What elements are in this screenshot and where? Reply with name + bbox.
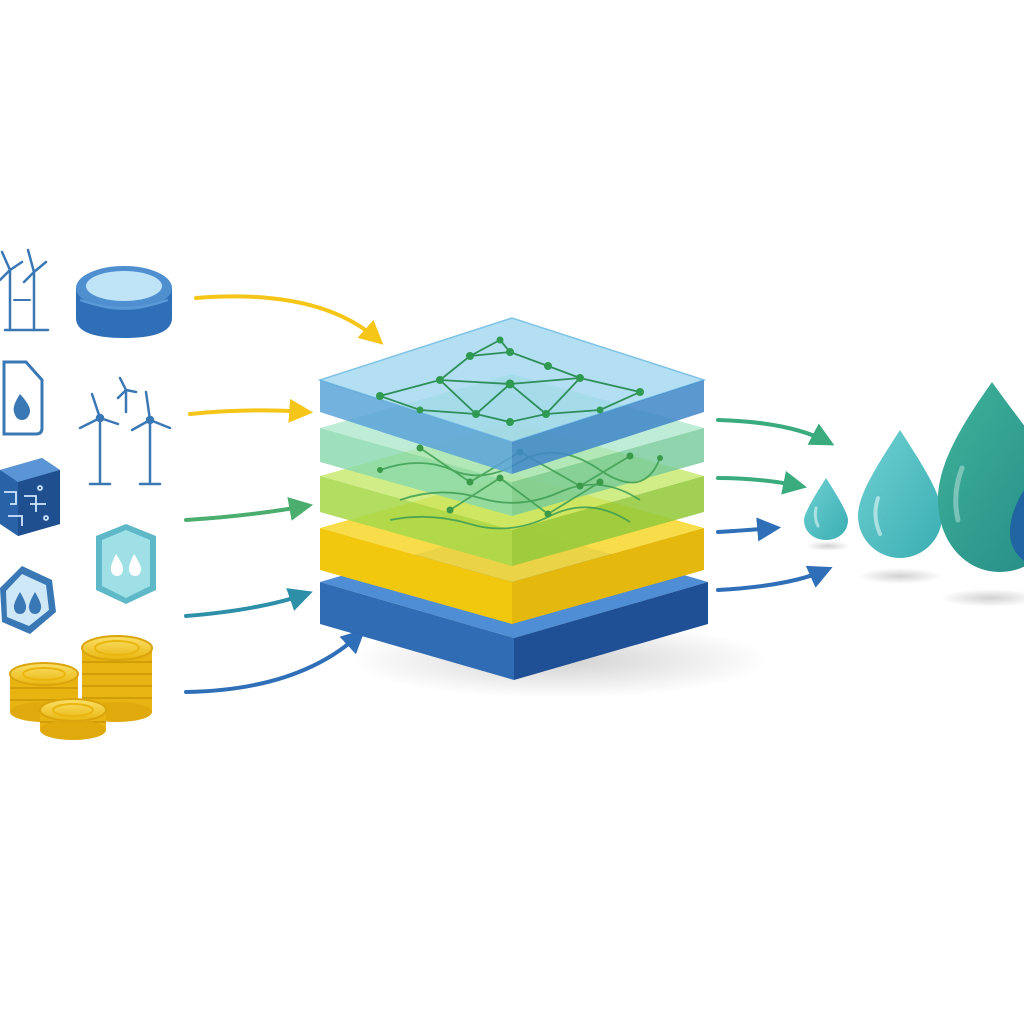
water-tank-icon bbox=[76, 266, 172, 338]
circuit-chip-icon bbox=[0, 458, 60, 536]
wind-turbines-icon bbox=[78, 376, 172, 486]
output-arrow bbox=[716, 565, 833, 592]
water-drop-tag-icon bbox=[2, 360, 44, 436]
water-hexagon-icon bbox=[0, 566, 56, 634]
layer-stack bbox=[317, 317, 770, 698]
input-arrows-group bbox=[184, 294, 384, 694]
output-arrow bbox=[716, 517, 782, 542]
output-arrow bbox=[716, 418, 835, 446]
water-drop-icon bbox=[858, 430, 942, 558]
water-drop-icon bbox=[804, 478, 848, 540]
water-hexagon-icon bbox=[96, 524, 156, 604]
input-arrow bbox=[184, 629, 366, 694]
input-arrow bbox=[188, 398, 314, 423]
output-arrows-group bbox=[716, 418, 835, 592]
input-arrow bbox=[184, 588, 313, 618]
input-arrow bbox=[194, 294, 384, 345]
outputs-group bbox=[804, 382, 1024, 607]
inputs-group bbox=[0, 248, 172, 740]
coin-stacks-icon bbox=[9, 635, 153, 740]
water-drop-icon bbox=[938, 382, 1024, 572]
input-arrow bbox=[184, 497, 314, 522]
network-layer bbox=[317, 317, 707, 474]
wind-turbines-icon bbox=[0, 248, 50, 332]
output-arrow bbox=[716, 470, 808, 495]
